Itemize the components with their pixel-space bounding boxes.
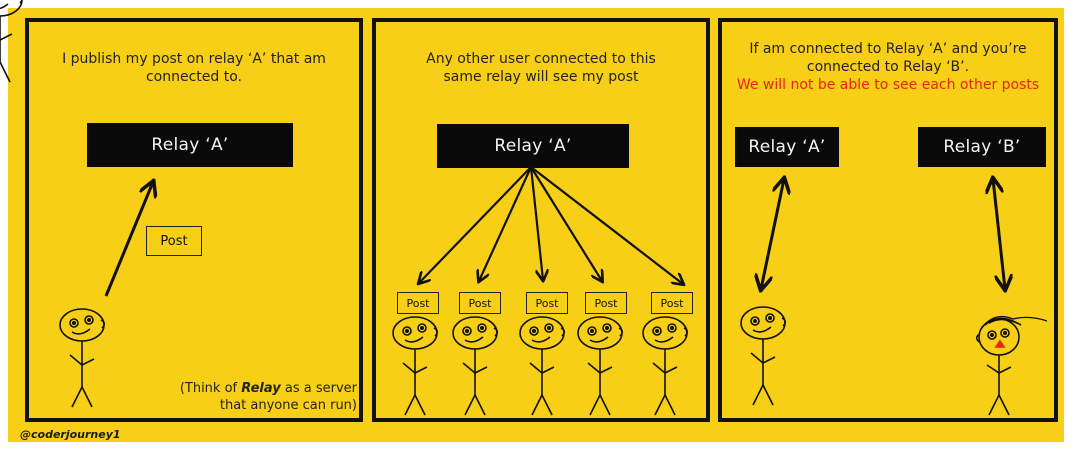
post-box: Post [459,292,501,314]
stick-figure-publisher [59,308,106,408]
post-box: Post [146,226,202,256]
relay-b-box: Relay ‘B’ [918,127,1046,167]
connection-arrow-b [993,179,1005,289]
stick-figure-user [642,316,689,416]
caption-line: If am connected to Relay ‘A’ and you’re [749,41,1027,57]
post-box: Post [397,292,439,314]
relay-a-box: Relay ‘A’ [437,124,629,168]
note-emphasis: Relay [241,381,281,396]
broadcast-arrow [530,166,602,281]
stick-figure-user [452,316,499,416]
stick-figure-user [392,316,439,416]
panel-same-relay: Any other user connected to this same re… [372,18,710,422]
panel-publish: I publish my post on relay ‘A’ that am c… [25,18,363,422]
relay-a-box: Relay ‘A’ [87,123,293,167]
connection-arrow-a [761,179,784,289]
note-text: (Think of [179,381,242,396]
stick-figure-user [519,316,566,416]
caption-line: connected to Relay ‘B’. [806,59,970,75]
broadcast-arrow [479,166,533,281]
stick-figure-user [577,316,624,416]
panel-different-relays: If am connected to Relay ‘A’ and you’re … [718,18,1058,422]
panel-publish-caption: I publish my post on relay ‘A’ that am c… [29,50,359,86]
stick-figure [0,0,23,83]
stick-figure-other-user [975,315,1048,416]
publish-arrow [104,182,153,297]
caption-line: same relay will see my post [443,69,639,85]
broadcast-arrow [529,166,543,280]
broadcast-arrow [419,166,532,283]
caption-line: connected to. [145,69,243,85]
relay-note: (Think of Relay as a server that anyone … [169,380,357,414]
caption-line: Any other user connected to this [426,51,656,67]
post-box: Post [651,292,693,314]
panel-different-relays-caption: If am connected to Relay ‘A’ and you’re … [722,40,1054,94]
note-text: that anyone can run) [219,398,357,413]
panel-same-relay-caption: Any other user connected to this same re… [376,50,706,86]
stick-figure-me [740,306,787,406]
post-box: Post [526,292,568,314]
broadcast-arrows [419,166,683,284]
warning-text: We will not be able to see each other po… [736,77,1040,93]
post-box: Post [585,292,627,314]
author-credit: @coderjourney1 [20,428,121,441]
relay-a-box: Relay ‘A’ [735,127,839,167]
comic-canvas [8,8,1064,442]
note-text: as a server [280,381,357,396]
caption-line: I publish my post on relay ‘A’ that am [62,51,326,67]
broadcast-arrow [530,166,683,284]
